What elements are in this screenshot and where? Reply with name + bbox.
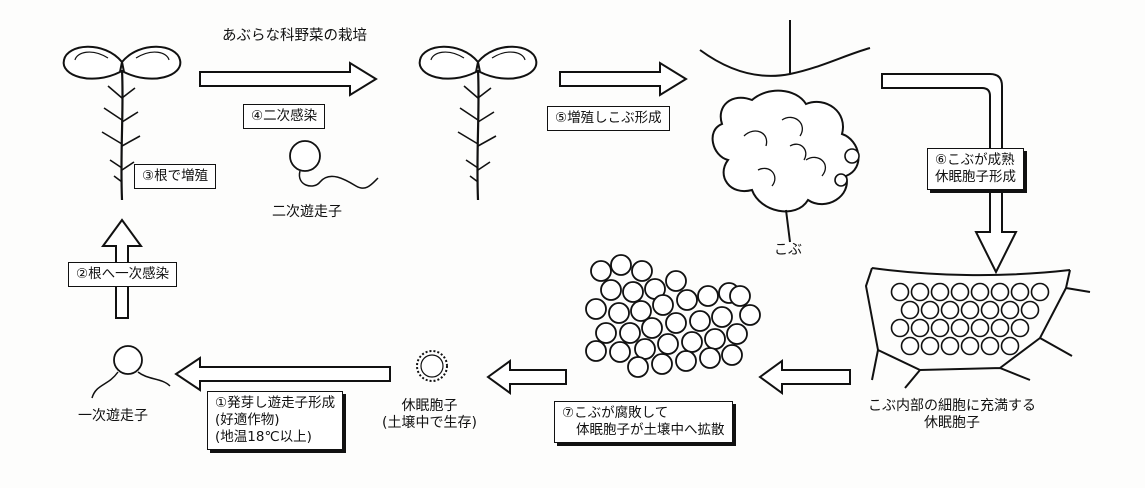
dispersed-spore [585, 340, 607, 362]
step-5-label: ⑤増殖しこぶ形成 [547, 106, 670, 131]
dispersed-spore [726, 323, 748, 345]
dispersed-spore [585, 298, 607, 320]
dispersed-spore [711, 306, 733, 328]
arrow-to-gall-formation [559, 61, 688, 97]
dispersed-spore [689, 310, 711, 332]
resting-spore-line-2: (土壌中で生存) [382, 415, 477, 431]
spores-in-gall-line-2: 休眠胞子 [924, 415, 980, 431]
gall-spore [960, 300, 980, 320]
gall-spore [990, 282, 1010, 302]
arrow-to-secondary-infection [199, 61, 378, 97]
gall-spore [920, 336, 940, 356]
dispersed-spore [729, 285, 751, 307]
secondary-zoospore-figure [289, 140, 379, 189]
primary-zoospore-label: 一次遊走子 [78, 408, 148, 424]
dispersed-spore [590, 260, 612, 282]
dispersed-spore [600, 279, 622, 301]
dispersed-spore [657, 333, 679, 355]
step-7-label: ⑦こぶが腐敗して 体眠胞子が土壌中へ拡散 [554, 401, 733, 443]
arrow-from-gall-cells [758, 359, 851, 395]
gall-spore [980, 336, 1000, 356]
dispersed-spore [699, 347, 721, 369]
step-2-label: ②根へ一次感染 [68, 262, 178, 287]
gall-spore [940, 336, 960, 356]
gall-spore [910, 282, 930, 302]
dispersed-spore [697, 285, 719, 307]
dispersed-spore [622, 281, 644, 303]
resting-spore-line-1: 休眠胞子 [401, 398, 458, 414]
gall-spore [1030, 282, 1050, 302]
gall-spore [950, 318, 970, 338]
step-6-line-2: 休眠胞子形成 [935, 169, 1016, 185]
step-7-line-1: ⑦こぶが腐敗して [562, 405, 669, 421]
gall-spore [910, 318, 930, 338]
dispersed-spore [609, 341, 631, 363]
arrow-to-primary-zoospore [174, 356, 391, 392]
step-1-line-3: (地温18℃以上) [215, 429, 312, 445]
dispersed-spore [665, 312, 687, 334]
step-1-line-1: ①発芽し遊走子形成 [215, 395, 336, 411]
gall-label: こぶ [774, 242, 802, 258]
gall-spore [1010, 282, 1030, 302]
dispersed-spore [641, 317, 663, 339]
dispersed-spore [619, 322, 641, 344]
dispersed-spore [665, 270, 687, 292]
gall-spore [890, 282, 910, 302]
gall-spore [940, 300, 960, 320]
dispersed-spore [595, 322, 617, 344]
secondary-zoospore-label: 二次遊走子 [272, 204, 342, 220]
step-6-line-1: ⑥こぶが成熟 [935, 152, 1015, 168]
gall-spore [930, 282, 950, 302]
gall-spore [1020, 300, 1040, 320]
dispersed-spore [651, 353, 673, 375]
gall-spore [1000, 336, 1020, 356]
dispersed-spore [627, 356, 649, 378]
gall-spore [900, 300, 920, 320]
gall-spore [920, 300, 940, 320]
arrow-to-spore-formation [881, 73, 1018, 275]
dispersed-spore [739, 304, 761, 326]
step-3-label: ③根で増殖 [134, 164, 217, 189]
gall-spore [1000, 300, 1020, 320]
step-6-label: ⑥こぶが成熟 休眠胞子形成 [927, 148, 1024, 190]
spores-in-gall-line-1: こぶ内部の細胞に充満する [868, 398, 1036, 414]
dispersed-spore [704, 328, 726, 350]
gall-spore [950, 282, 970, 302]
arrow-to-resting-spore [486, 359, 567, 395]
dispersed-spore [681, 331, 703, 353]
diagram-title: あぶらな科野菜の栽培 [222, 28, 367, 44]
dispersed-spores [585, 254, 761, 378]
gall-spore [980, 300, 1000, 320]
dispersed-spore [608, 302, 630, 324]
spores-in-gall-label: こぶ内部の細胞に充満する 休眠胞子 [868, 398, 1036, 432]
dispersed-spore [631, 260, 653, 282]
gall-cell-cross-section [864, 267, 1091, 389]
gall-spore [960, 336, 980, 356]
step-4-label: ④二次感染 [243, 104, 326, 129]
dispersed-spore [676, 289, 698, 311]
dispersed-spore [652, 294, 674, 316]
gall-spore [930, 318, 950, 338]
gall-spore [900, 336, 920, 356]
step-1-label: ①発芽し遊走子形成 (好適作物) (地温18℃以上) [207, 391, 344, 450]
gall-plant [699, 20, 871, 243]
gall-spore [1010, 318, 1030, 338]
primary-zoospore-figure [91, 345, 171, 399]
dispersed-spore [610, 254, 632, 276]
host-seedling-2 [418, 45, 538, 202]
step-1-line-2: (好適作物) [215, 412, 280, 428]
resting-spore-label: 休眠胞子 (土壌中で生存) [382, 398, 477, 432]
dispersed-spore [721, 344, 743, 366]
dispersed-spore [634, 338, 656, 360]
step-7-line-2: 体眠胞子が土壌中へ拡散 [576, 422, 725, 438]
gall-spore [990, 318, 1010, 338]
gall-spore [970, 282, 990, 302]
dispersed-spore [630, 300, 652, 322]
gall-spore [890, 318, 910, 338]
dispersed-spore [675, 350, 697, 372]
gall-spore [970, 318, 990, 338]
